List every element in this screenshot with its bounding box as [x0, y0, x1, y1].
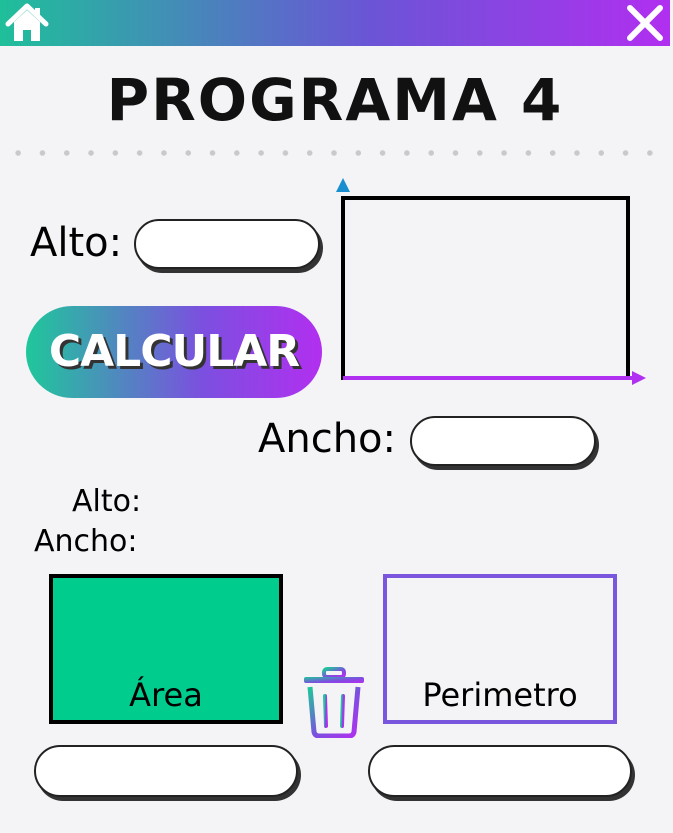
perimetro-box: Perimetro: [383, 574, 617, 724]
ancho-input-label: Ancho:: [258, 416, 397, 462]
close-icon: [627, 5, 663, 41]
alto-input-label: Alto:: [30, 220, 123, 266]
result-ancho-label: Ancho:: [34, 524, 138, 559]
result-alto-label: Alto:: [72, 484, 142, 519]
area-output: [34, 745, 298, 797]
area-box: Área: [49, 574, 283, 724]
alto-input[interactable]: [134, 219, 320, 269]
ancho-input[interactable]: [410, 416, 596, 466]
close-button[interactable]: [624, 2, 666, 44]
page-title: PROGRAMA 4: [106, 66, 564, 134]
calcular-button[interactable]: CALCULAR: [26, 306, 322, 398]
perimetro-output: [368, 745, 632, 797]
rectangle-diagram: [336, 178, 646, 385]
y-axis-arrow: [336, 178, 350, 192]
area-label: Área: [129, 676, 203, 714]
top-bar: [0, 0, 670, 46]
dotted-divider: [6, 150, 666, 156]
clear-button[interactable]: [300, 666, 368, 739]
x-axis-arrow: [632, 371, 646, 385]
home-icon: [5, 3, 49, 41]
diagram-rectangle: [341, 196, 630, 380]
trash-icon: [304, 667, 364, 739]
home-button[interactable]: [4, 2, 50, 44]
perimetro-label: Perimetro: [422, 676, 578, 714]
